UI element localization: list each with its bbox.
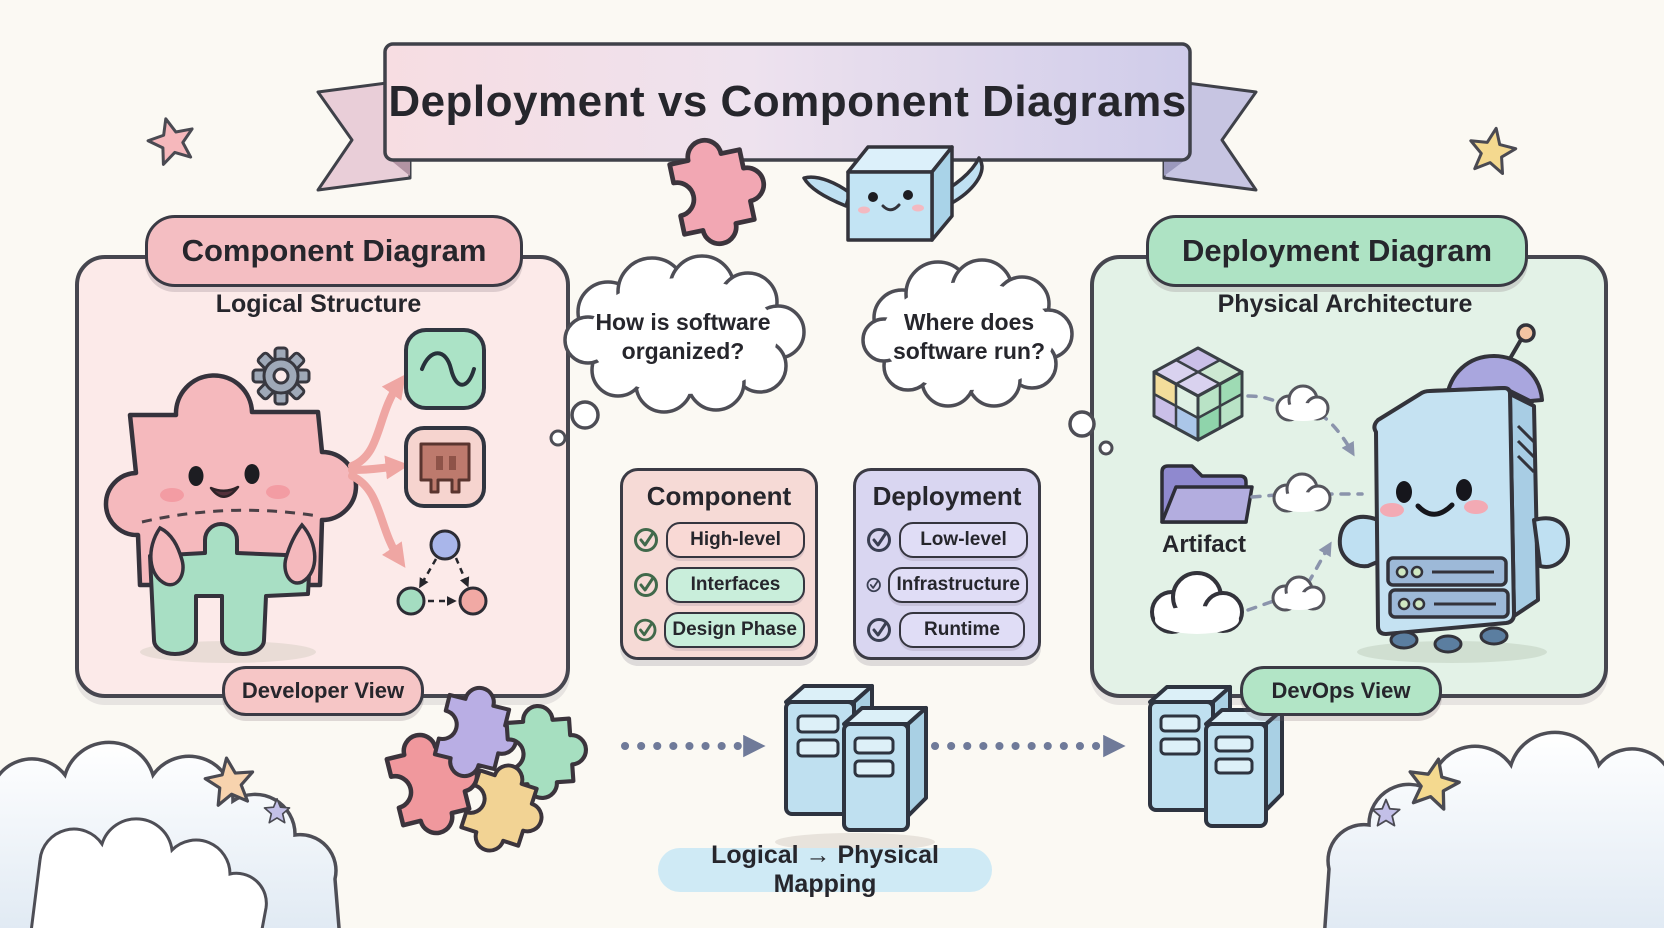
deployment-card: Deployment Low-level Infrastructure Runt…: [853, 468, 1041, 660]
developer-view-badge-label: Developer View: [241, 678, 405, 703]
physical-architecture-label: Physical Architecture: [1217, 289, 1473, 318]
component-card-row: High-level: [633, 522, 805, 558]
devops-view-badge: DevOps View: [1240, 666, 1442, 716]
cloud-icon: [1150, 571, 1244, 634]
node-graph-icon: [396, 529, 488, 616]
thought-left-text: How is software organized?: [595, 309, 771, 364]
banner-ribbon: [316, 42, 1258, 192]
gear-icon: [251, 346, 311, 406]
developer-view-badge: Developer View: [222, 666, 424, 716]
deployment-diagram-badge-label: Deployment Diagram: [1181, 233, 1493, 268]
cube-mascot: [802, 145, 984, 242]
port-icon: [404, 426, 486, 508]
mapping-label: Logical → Physical Mapping: [658, 841, 992, 898]
artifact-folder-icon: [1160, 464, 1254, 524]
feature-pill: High-level: [666, 522, 805, 558]
deployment-card-row: Runtime: [866, 612, 1028, 648]
server-pair-right: [1148, 685, 1284, 828]
thought-bubble-right: [861, 258, 1114, 456]
flow-arrows: [348, 374, 410, 568]
server-rack-icon: [1386, 556, 1510, 619]
component-card: Component High-level Interfaces Design P…: [620, 468, 818, 660]
thought-bubble-left: [549, 254, 806, 447]
check-icon: [634, 528, 658, 552]
check-icon: [633, 618, 657, 642]
sine-wave-icon: [404, 328, 486, 410]
thought-right-text: Where does software run?: [892, 309, 1046, 364]
module-cube-icon: [1152, 346, 1244, 442]
page-title: Deployment vs Component Diagrams: [388, 77, 1187, 126]
component-card-row: Design Phase: [633, 612, 805, 648]
component-diagram-badge-label: Component Diagram: [181, 233, 487, 268]
devops-view-badge-label: DevOps View: [1271, 678, 1411, 703]
connector-cloud-icons: [1271, 384, 1332, 612]
artifact-label: Artifact: [1161, 531, 1246, 558]
yellow-star-icon: [1464, 122, 1521, 177]
feature-pill: Low-level: [899, 522, 1028, 558]
deployment-card-title: Deployment: [872, 481, 1022, 511]
feature-pill: Runtime: [899, 612, 1025, 648]
server-pair-left: [775, 684, 935, 851]
check-icon: [634, 573, 658, 597]
server-robot: [1337, 323, 1570, 663]
puzzle-character: [103, 373, 359, 663]
component-diagram-badge: Component Diagram: [145, 215, 523, 287]
pink-star-icon: [142, 111, 201, 169]
logical-structure-label: Logical Structure: [215, 289, 422, 318]
feature-pill: Design Phase: [664, 612, 805, 648]
feature-pill: Infrastructure: [888, 567, 1028, 603]
component-card-row: Interfaces: [633, 567, 805, 603]
check-icon: [867, 618, 891, 642]
check-icon: [866, 577, 881, 593]
check-icon: [867, 528, 891, 552]
feature-pill: Interfaces: [666, 567, 805, 603]
component-card-title: Component: [646, 481, 792, 511]
deployment-card-row: Infrastructure: [866, 567, 1028, 603]
corner-cloud-right: [1323, 730, 1664, 928]
deployment-diagram-badge: Deployment Diagram: [1146, 215, 1528, 287]
corner-cloud-left: [0, 740, 341, 928]
deployment-card-row: Low-level: [866, 522, 1028, 558]
